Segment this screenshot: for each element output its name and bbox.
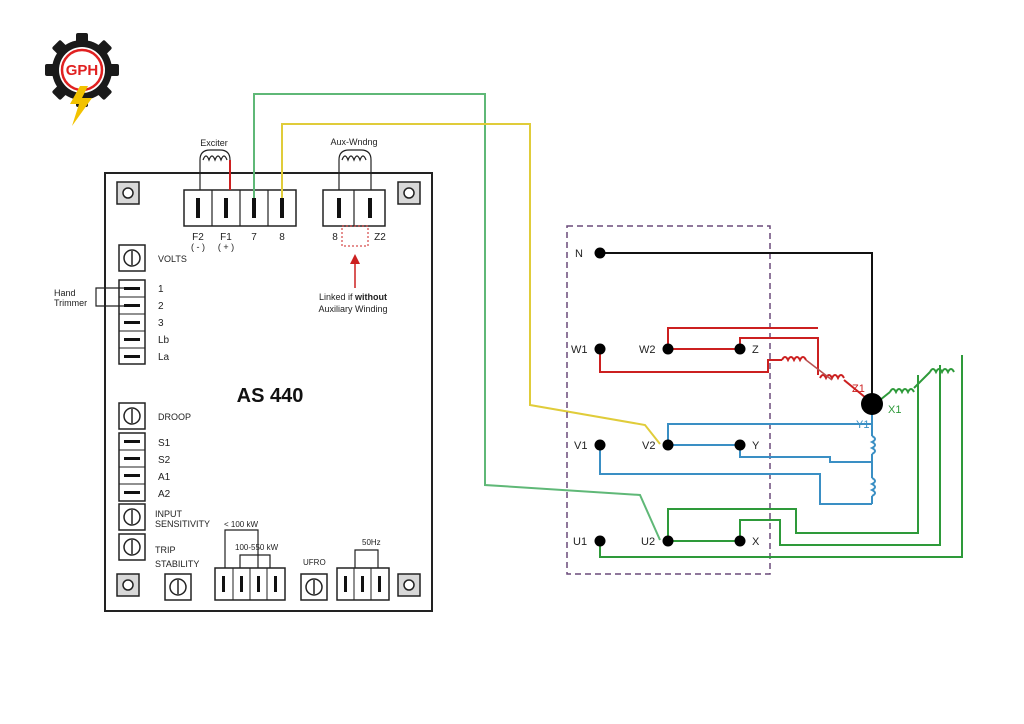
aux-winding-label: Aux-Wndng <box>330 137 377 147</box>
droop-terminal-s2: S2 <box>158 455 171 466</box>
lightning-bolt-icon <box>70 86 92 126</box>
exciter-terminal-block <box>183 189 297 227</box>
terminal-8-label: 8 <box>279 232 285 243</box>
aux-coil-icon <box>338 149 372 190</box>
node-v1 <box>594 439 606 451</box>
input-sensitivity-potentiometer-icon <box>118 503 146 531</box>
hz-link <box>354 549 379 568</box>
terminal-f2-label: F2 <box>192 232 204 243</box>
gph-logo: GPH <box>45 33 119 126</box>
label-y: Y <box>752 440 760 452</box>
mounting-hole-top-left <box>116 181 140 205</box>
node-x <box>734 535 746 547</box>
node-v2 <box>662 439 674 451</box>
linked-note-line1: Linked if without <box>319 292 387 302</box>
linked-note-line2: Auxiliary Winding <box>318 304 387 314</box>
ufro-label: UFRO <box>303 558 326 567</box>
range-low-label: < 100 kW <box>224 520 258 529</box>
trimmer-terminal-lb: Lb <box>158 335 170 346</box>
droop-terminal-s1: S1 <box>158 438 171 449</box>
droop-terminal-a2: A2 <box>158 489 171 500</box>
trip-potentiometer-icon <box>118 533 146 561</box>
node-y <box>734 439 746 451</box>
label-u1: U1 <box>573 536 587 548</box>
logo-text: GPH <box>66 62 99 79</box>
mounting-hole-top-right <box>397 181 421 205</box>
terminal-f2-sign: ( - ) <box>191 242 205 252</box>
node-w2 <box>662 343 674 355</box>
stability-label: STABILITY <box>155 559 199 569</box>
ufro-potentiometer-icon <box>300 573 328 601</box>
stability-potentiometer-icon <box>164 573 192 601</box>
red-lead-thin <box>805 359 833 381</box>
droop-potentiometer-icon <box>118 402 146 430</box>
terminal-f1-label: F1 <box>220 232 232 243</box>
volts-potentiometer-icon <box>118 244 146 272</box>
mounting-hole-bottom-right <box>397 573 421 597</box>
label-z: Z <box>752 344 759 356</box>
range-high-label: 100-550 kW <box>235 543 279 552</box>
terminal-7-label: 7 <box>251 232 257 243</box>
range-terminal-block <box>214 567 286 601</box>
label-n: N <box>575 248 583 260</box>
node-z <box>734 343 746 355</box>
node-w1 <box>594 343 606 355</box>
label-w1: W1 <box>571 344 588 356</box>
exciter-coil-icon <box>199 149 231 190</box>
volts-label: VOLTS <box>158 254 187 264</box>
droop-label: DROOP <box>158 412 191 422</box>
avr-board: F2 ( - ) F1 ( + ) 7 8 Exciter 8 Z2 Aux-W… <box>54 137 433 612</box>
input-sensitivity-label-1: INPUT <box>155 509 183 519</box>
yellow-sense-wire <box>281 123 661 445</box>
label-y1: Y1 <box>856 419 869 431</box>
hand-trimmer-label-1: Hand <box>54 288 76 298</box>
blue-phase-wiring <box>599 412 876 505</box>
avr-model-title: AS 440 <box>237 385 304 407</box>
gear-icon <box>45 33 119 107</box>
trimmer-terminal-1: 1 <box>158 284 164 295</box>
input-sensitivity-label-2: SENSITIVITY <box>155 519 210 529</box>
mounting-hole-bottom-left <box>116 573 140 597</box>
neutral-wire <box>600 252 873 404</box>
droop-terminal-a1: A1 <box>158 472 171 483</box>
label-u2: U2 <box>641 536 655 548</box>
droop-terminal-strip <box>118 432 146 502</box>
label-x1: X1 <box>888 404 901 416</box>
aux-terminal-block <box>322 189 386 227</box>
trip-label: TRIP <box>155 545 176 555</box>
node-u2 <box>662 535 674 547</box>
label-v2: V2 <box>642 440 655 452</box>
node-u1 <box>594 535 606 547</box>
star-point-node <box>861 393 883 415</box>
trimmer-terminal-3: 3 <box>158 318 164 329</box>
trimmer-terminal-2: 2 <box>158 301 164 312</box>
terminal-f1-sign: ( + ) <box>218 242 234 252</box>
aux-link-dashed <box>341 225 369 247</box>
label-w2: W2 <box>639 344 656 356</box>
hand-trimmer-link <box>95 287 124 307</box>
terminal-box-dashed <box>566 225 771 575</box>
trimmer-terminal-la: La <box>158 352 170 363</box>
red-arrow-icon <box>350 254 360 288</box>
label-v1: V1 <box>574 440 587 452</box>
green-sense-wire <box>253 93 661 541</box>
hz-label: 50Hz <box>362 538 381 547</box>
green-phase-wiring <box>599 355 963 558</box>
trimmer-terminal-strip <box>118 279 146 365</box>
terminal-nodes <box>594 247 746 547</box>
range-link <box>224 529 271 568</box>
exciter-label: Exciter <box>200 138 228 148</box>
label-z1: Z1 <box>852 383 865 395</box>
hand-trimmer-label-2: Trimmer <box>54 298 87 308</box>
aux-terminal-z2-label: Z2 <box>374 232 386 243</box>
red-phase-wiring <box>599 327 867 399</box>
aux-terminal-8-label: 8 <box>332 232 338 243</box>
label-x: X <box>752 536 760 548</box>
hz-terminal-block <box>336 567 390 601</box>
node-n <box>594 247 606 259</box>
